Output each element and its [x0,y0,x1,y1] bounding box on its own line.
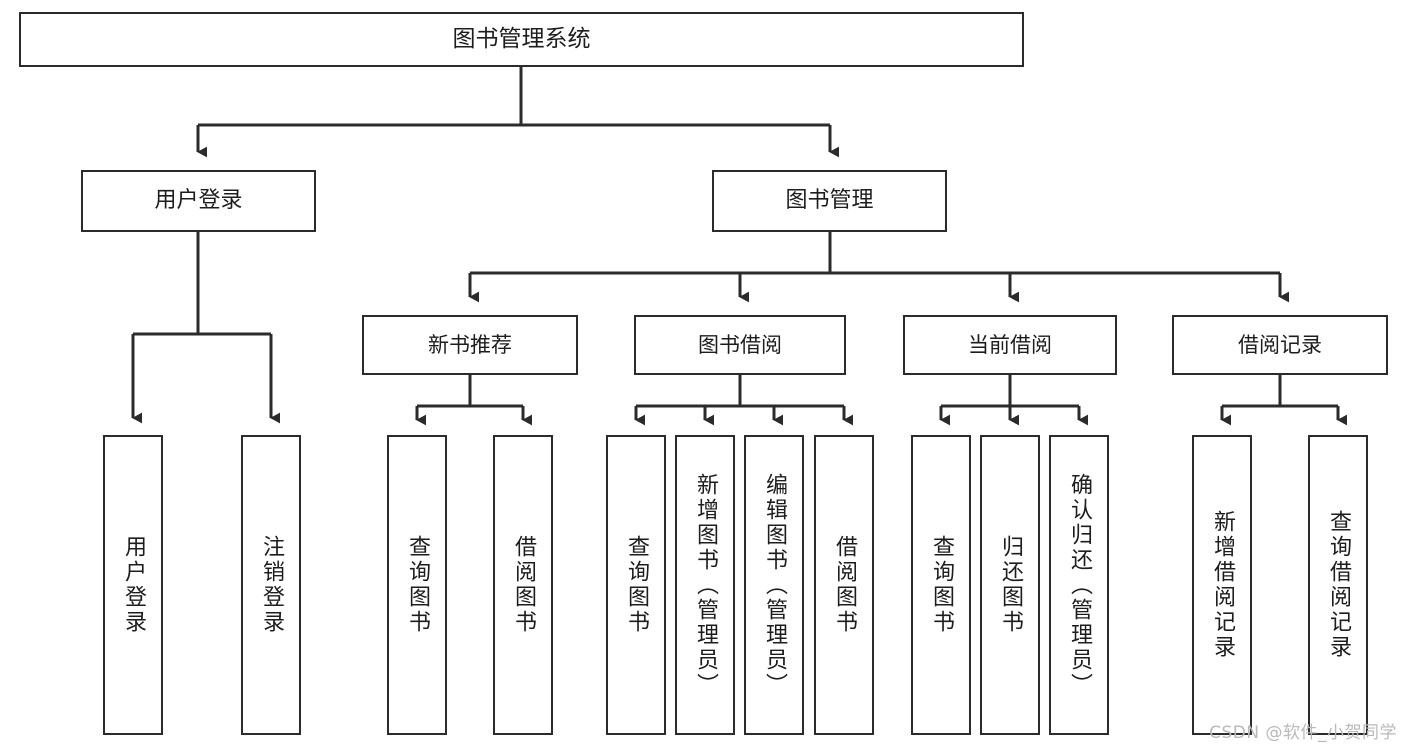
node-current-borrow[interactable]: 当前借阅 [903,315,1117,375]
node-label: 查询图书 [405,535,430,635]
leaf-book-borrow-borrow-book[interactable]: 借阅图书 [814,435,874,735]
node-label: 新书推荐 [428,332,512,357]
node-label: 归还图书 [998,535,1023,635]
node-label: 借阅图书 [511,535,536,635]
node-user-login[interactable]: 用户登录 [81,170,316,232]
leaf-user-login-logout[interactable]: 注销登录 [241,435,301,735]
node-label: 查询图书 [624,535,649,635]
node-label: 图书借阅 [698,332,782,357]
node-label: 确认归还（管理员） [1067,472,1092,698]
node-label: 当前借阅 [968,332,1052,357]
leaf-new-book-query-book[interactable]: 查询图书 [387,435,447,735]
leaf-current-borrow-query-book[interactable]: 查询图书 [911,435,971,735]
node-label: 借阅图书 [832,535,857,635]
node-label: 编辑图书（管理员） [762,472,787,698]
node-book-borrow[interactable]: 图书借阅 [634,315,846,375]
leaf-book-borrow-add-book-admin[interactable]: 新增图书（管理员） [675,435,735,735]
leaf-borrow-record-add-record[interactable]: 新增借阅记录 [1192,435,1252,735]
leaf-user-login-login[interactable]: 用户登录 [103,435,163,735]
node-label: 用户登录 [121,535,146,635]
node-label: 图书管理系统 [452,25,591,52]
node-label: 借阅记录 [1238,332,1322,357]
node-label: 注销登录 [259,535,284,635]
leaf-current-borrow-confirm-return-admin[interactable]: 确认归还（管理员） [1049,435,1109,735]
node-label: 查询图书 [929,535,954,635]
node-label: 新增图书（管理员） [693,472,718,698]
node-label: 图书管理 [785,188,874,214]
node-new-book-recommend[interactable]: 新书推荐 [362,315,578,375]
node-book-management[interactable]: 图书管理 [712,170,947,232]
node-label: 用户登录 [154,188,243,214]
node-label: 查询借阅记录 [1326,510,1351,660]
node-label: 新增借阅记录 [1210,510,1235,660]
csdn-watermark: CSDN @软件_小贺同学 [1209,723,1397,743]
leaf-book-borrow-edit-book-admin[interactable]: 编辑图书（管理员） [744,435,804,735]
leaf-book-borrow-query-book[interactable]: 查询图书 [606,435,666,735]
node-root-book-management-system[interactable]: 图书管理系统 [19,12,1024,67]
leaf-borrow-record-query-record[interactable]: 查询借阅记录 [1308,435,1368,735]
leaf-new-book-borrow-book[interactable]: 借阅图书 [493,435,553,735]
node-borrow-record[interactable]: 借阅记录 [1172,315,1388,375]
leaf-current-borrow-return-book[interactable]: 归还图书 [980,435,1040,735]
